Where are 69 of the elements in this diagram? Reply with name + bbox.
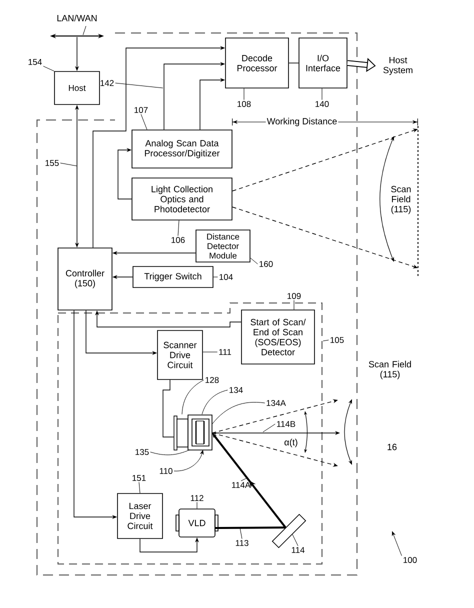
- reference-numeral: 160: [260, 261, 273, 267]
- reference-numeral: 142: [100, 80, 114, 86]
- leader-line: [138, 482, 140, 494]
- reference-numeral: 134: [230, 387, 243, 393]
- angle-label: α(t): [284, 438, 298, 448]
- controller-box: Controller (150): [58, 248, 112, 310]
- leader-line: [240, 528, 242, 540]
- leader-line: [250, 258, 258, 264]
- detector-box: Start of Scan/ End of Scan (SOS/EOS) Detector: [241, 310, 315, 364]
- reference-numeral: 134A: [266, 400, 286, 406]
- network-label: LAN/WAN: [57, 14, 97, 22]
- reference-numeral: 109: [288, 293, 301, 299]
- leader-line: [213, 276, 218, 278]
- leader-line: [240, 478, 248, 482]
- leader-line: [115, 82, 164, 88]
- leader-line: [178, 220, 180, 236]
- photodetector-box: Light Collection Optics and Photodetector: [132, 178, 232, 220]
- switch-box: Trigger Switch: [132, 266, 214, 288]
- leader-line: [212, 402, 266, 424]
- reference-numeral: 155: [46, 160, 59, 166]
- host-system-text: Host System: [383, 56, 412, 76]
- reference-numeral: 107: [134, 107, 148, 114]
- scan-field-label: Scan Field (115): [385, 184, 417, 216]
- leader-line: [202, 390, 228, 415]
- reference-numeral: 114: [292, 547, 305, 553]
- dimension-label: Working Distance: [266, 116, 338, 128]
- reference-numeral: 113: [236, 540, 248, 546]
- leader-line: [60, 162, 78, 166]
- reference-numeral: 105: [330, 337, 344, 343]
- reference-numeral: 100: [404, 557, 417, 563]
- drive-circuit-box: Laser Drive Circuit: [117, 493, 163, 539]
- leader-line: [140, 114, 148, 130]
- reference-numeral: 135: [136, 449, 149, 455]
- scanning-element-drawing: [174, 414, 212, 450]
- reference-numeral: 151: [132, 475, 146, 481]
- reference-numeral: 140: [316, 101, 329, 108]
- leader-line: [196, 502, 198, 509]
- leader-line: [392, 531, 402, 556]
- laser-diode-box: VLD: [176, 508, 218, 538]
- laser-beam: [215, 526, 286, 529]
- leader-line: [322, 340, 329, 342]
- reference-numeral: 110: [160, 468, 172, 474]
- leader-line: [182, 380, 204, 415]
- reference-numeral: 16: [388, 444, 397, 450]
- reference-numeral: 112: [190, 495, 204, 501]
- leader-line: [262, 424, 276, 432]
- reference-numeral: 104: [220, 274, 233, 280]
- leader-line: [174, 450, 204, 472]
- reference-numeral: 108: [238, 101, 251, 108]
- scan-field-label: Scan Field (115): [368, 360, 411, 380]
- reference-numeral: 114A: [232, 482, 251, 488]
- laser-beam: [212, 433, 286, 528]
- connector-line: [288, 62, 299, 64]
- interface-box: I/O Interface: [298, 38, 348, 88]
- processor-box: Decode Processor: [225, 38, 289, 88]
- reference-numeral: 128: [206, 377, 219, 383]
- reference-numeral: 154: [28, 59, 42, 65]
- drive-circuit-box: Scanner Drive Circuit: [157, 330, 203, 380]
- reference-numeral: 106: [172, 237, 185, 243]
- leader-line: [292, 534, 298, 546]
- leader-line: [150, 449, 190, 456]
- connector-line: [162, 380, 174, 438]
- detector-module-box: Distance Detector Module: [196, 230, 250, 262]
- reference-numeral: 111: [219, 349, 232, 355]
- arrow: [118, 148, 132, 200]
- host-box: Host: [54, 71, 100, 105]
- digitizer-box: Analog Scan Data Processor/Digitizer: [132, 130, 232, 168]
- leader-line: [43, 66, 54, 72]
- reference-numeral: 114B: [277, 421, 296, 427]
